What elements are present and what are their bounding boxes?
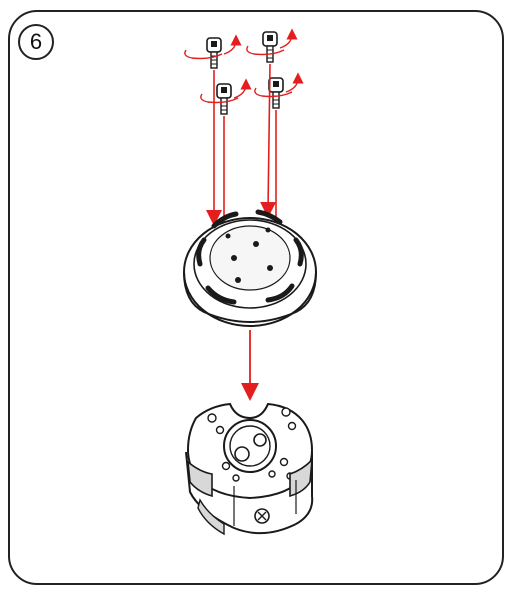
screw-icon [200, 78, 252, 115]
mounting-plate-icon [183, 209, 317, 327]
screw-icon [184, 34, 242, 69]
step-number-badge: 6 [18, 24, 54, 60]
step-number: 6 [29, 29, 43, 54]
hub-body-icon [185, 402, 314, 536]
screw-icon [254, 72, 304, 109]
screw-icon [246, 28, 298, 63]
panel-frame [8, 10, 504, 585]
